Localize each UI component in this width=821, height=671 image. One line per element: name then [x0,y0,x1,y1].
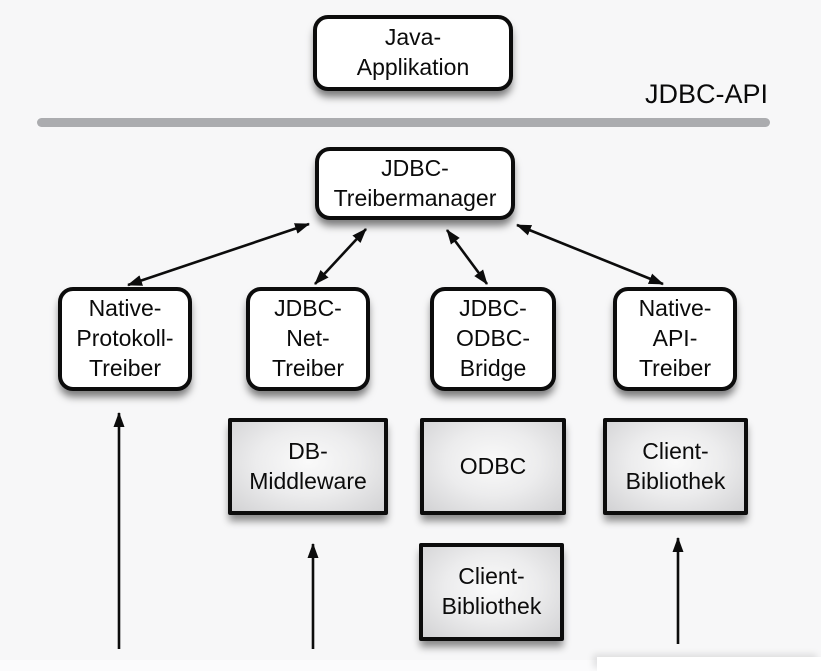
node-client-bibliothek-right: Client- Bibliothek [603,418,748,515]
node-label: DB- Middleware [249,437,367,494]
node-java-applikation: Java- Applikation [313,15,513,91]
node-label: Client- Bibliothek [625,437,726,494]
jdbc-api-divider-line [37,118,770,127]
node-label: Native- API- Treiber [638,295,712,381]
arrow-treibermanager-jdbc-odbc [445,229,489,285]
node-jdbc-treibermanager: JDBC- Treibermanager [315,147,515,220]
arrow-treibermanager-jdbc-net [314,228,367,285]
node-label: ODBC [459,452,527,479]
arrow-treibermanager-native-protokoll [127,222,310,287]
node-native-protokoll-treiber: Native- Protokoll- Treiber [58,287,192,391]
jdbc-api-label: JDBC-API [644,79,768,109]
node-db-middleware: DB- Middleware [228,418,388,515]
node-label: JDBC- ODBC- Bridge [455,295,531,381]
node-native-api-treiber: Native- API- Treiber [613,287,737,391]
arrow-treibermanager-native-api [516,223,664,286]
node-label: JDBC- Treibermanager [333,154,497,211]
node-label: Java- Applikation [356,24,470,80]
node-jdbc-odbc-bridge: JDBC- ODBC- Bridge [430,287,556,391]
node-label: Client- Bibliothek [441,563,542,619]
node-jdbc-net-treiber: JDBC- Net- Treiber [246,287,370,391]
node-label: JDBC- Net- Treiber [272,295,344,381]
node-client-bibliothek-under-odbc: Client- Bibliothek [419,543,564,641]
cutoff-box-fragment [597,657,821,671]
bottom-strip [0,660,821,671]
node-label: Native- Protokoll- Treiber [76,295,174,381]
node-odbc: ODBC [420,418,566,515]
